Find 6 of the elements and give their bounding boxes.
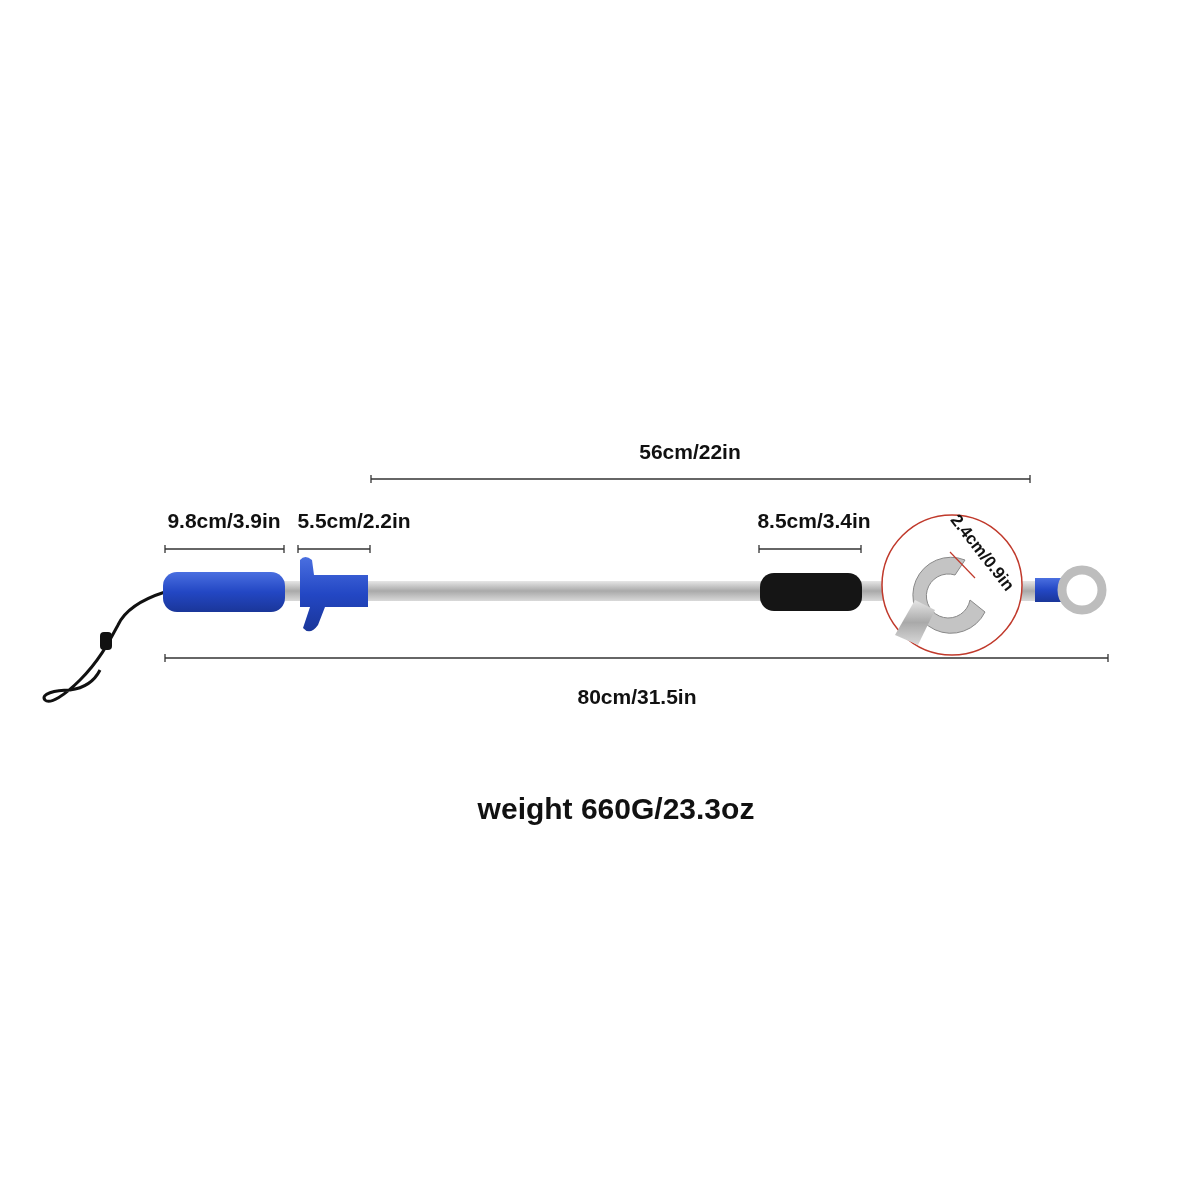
dimension-label: 56cm/22in bbox=[639, 440, 741, 464]
dimension-label: 5.5cm/2.2in bbox=[297, 509, 411, 533]
dimension-label: 8.5cm/3.4in bbox=[757, 509, 871, 533]
dimension-label: 9.8cm/3.9in bbox=[167, 509, 281, 533]
dimension-label: 80cm/31.5in bbox=[577, 685, 697, 709]
weight-label: weight 660G/23.3oz bbox=[477, 792, 755, 826]
